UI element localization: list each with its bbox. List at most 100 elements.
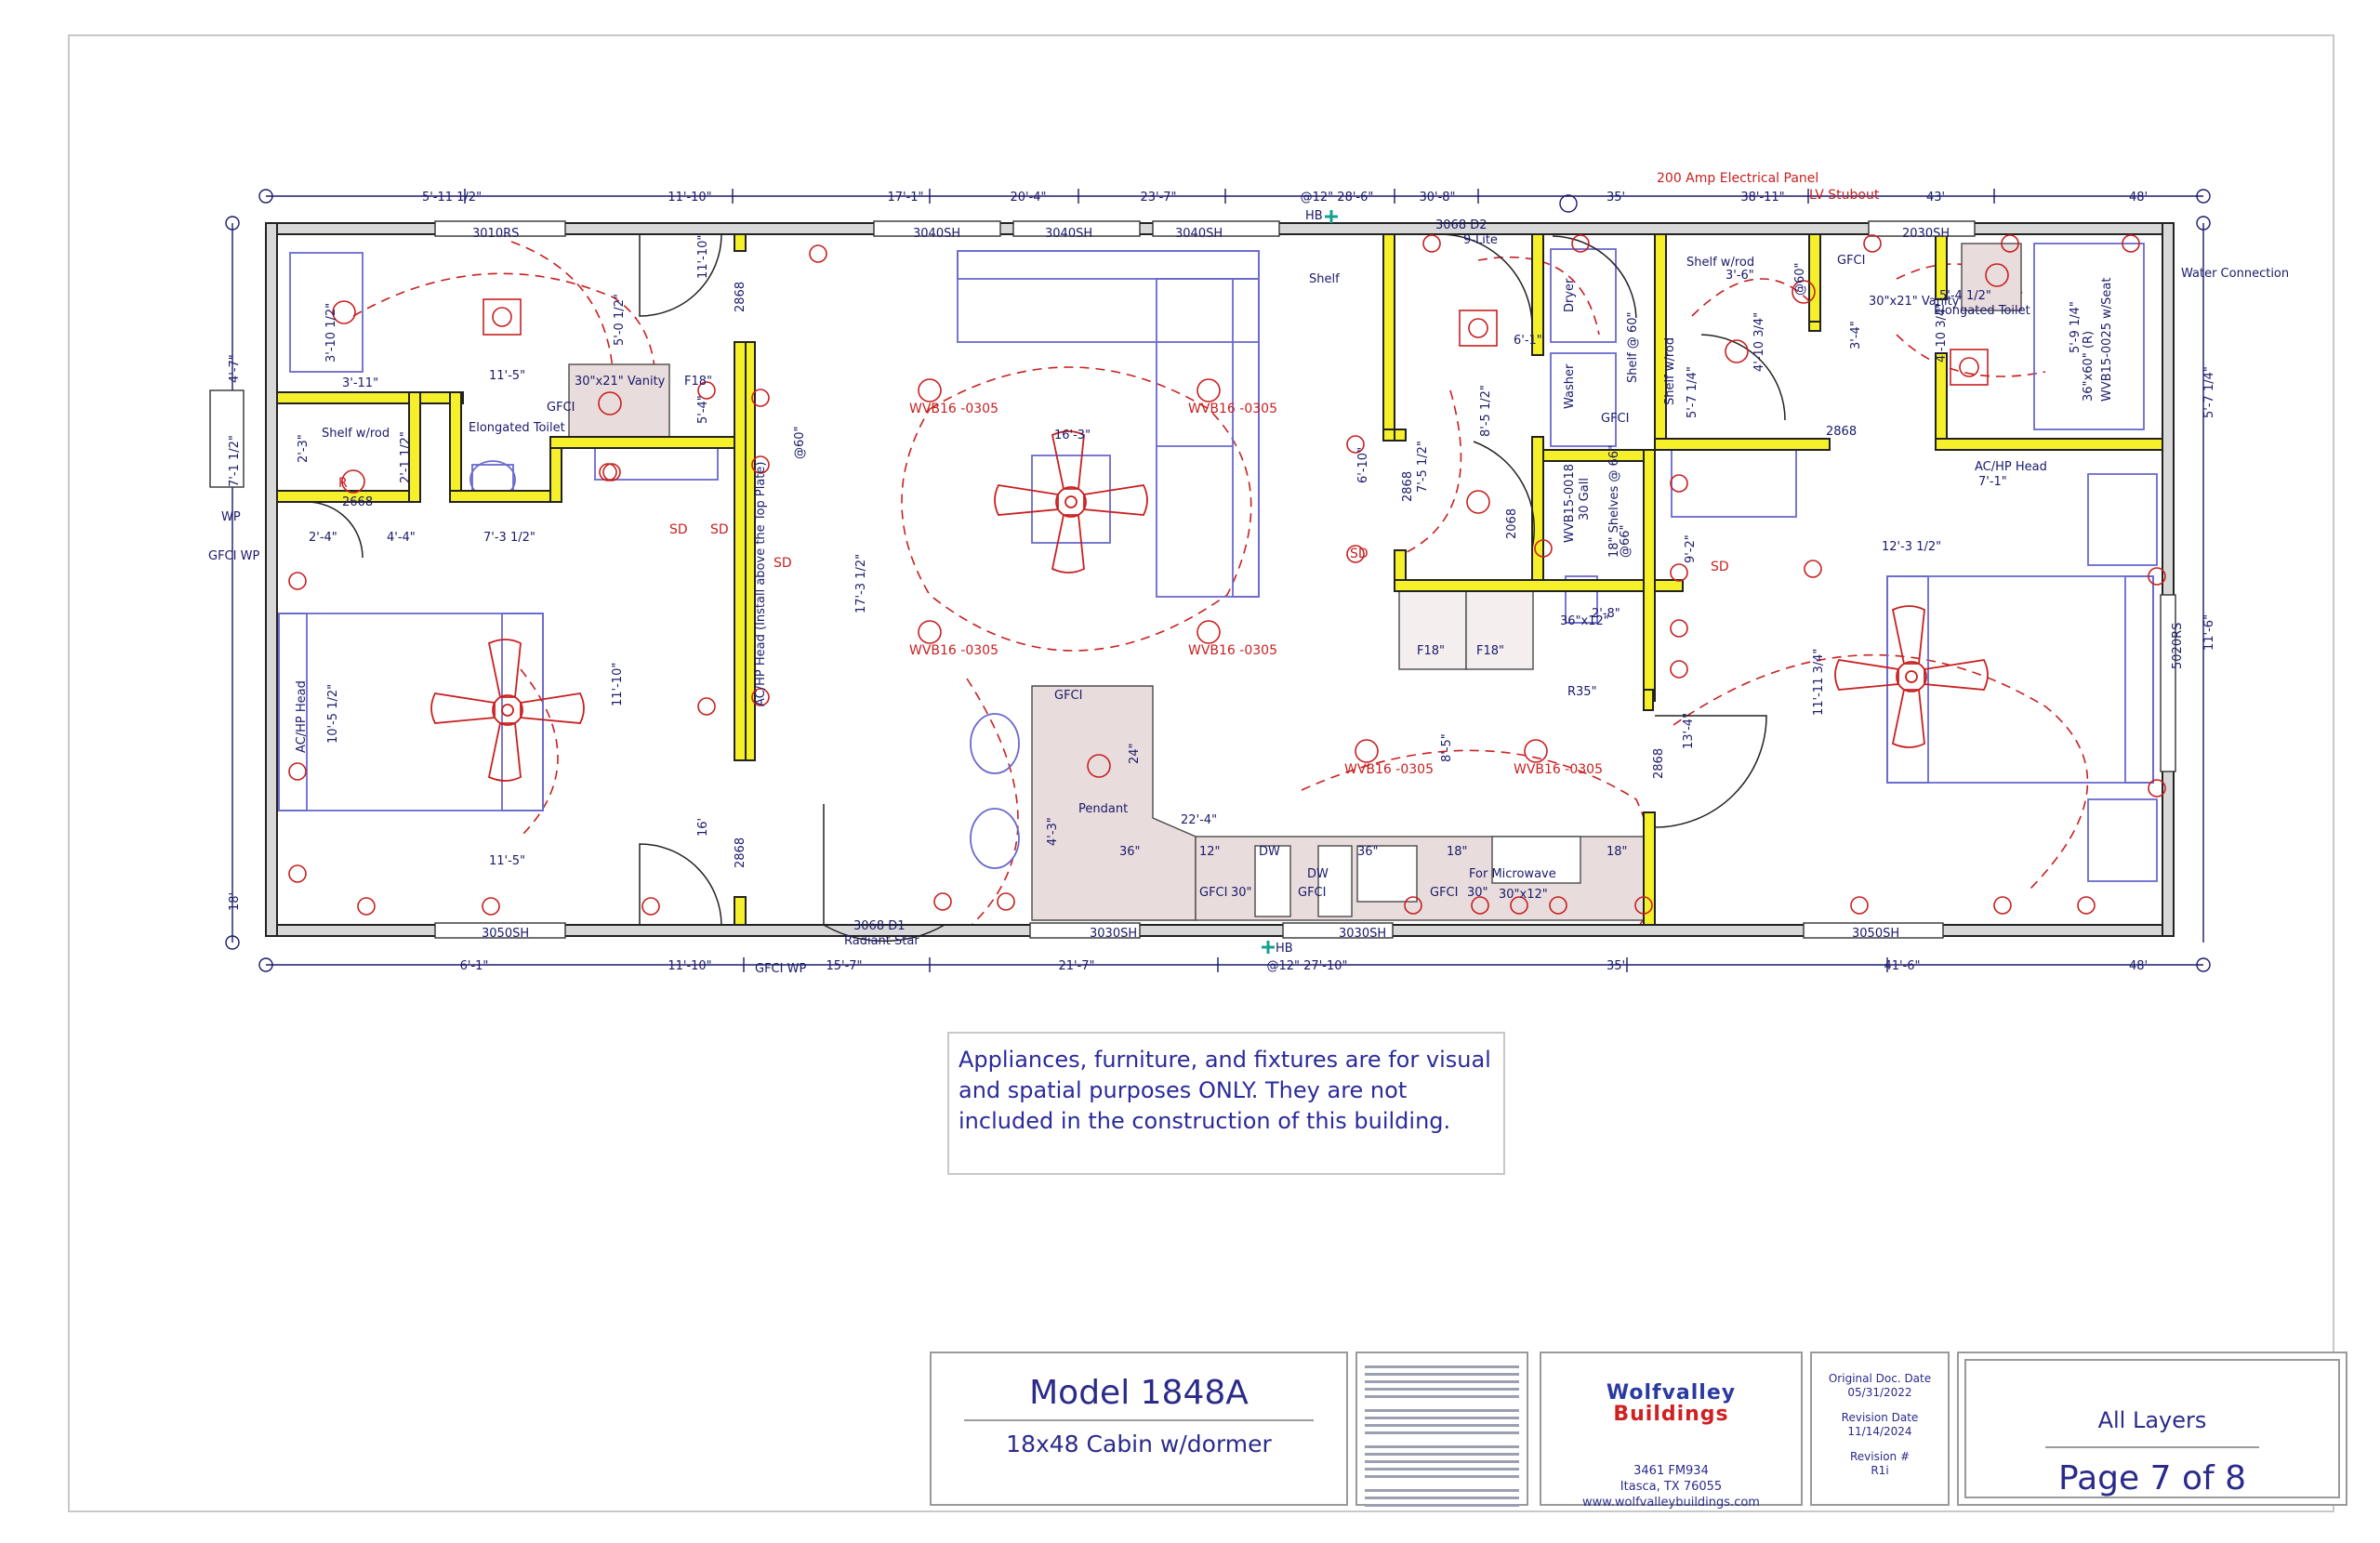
dim-12-3: 12'-3 1/2"	[1882, 540, 1941, 554]
wvb-bl-label: WVB16 -0305	[909, 643, 998, 658]
dim-2-8: 2'-8"	[1592, 607, 1620, 621]
dim-11-6: 11'-6"	[2202, 614, 2216, 651]
dw-label: DW	[1259, 845, 1280, 859]
exterior-wall-left	[265, 222, 278, 937]
dim-r35: R35"	[1567, 685, 1597, 699]
revision-number-label: Revision #	[1849, 1450, 1911, 1463]
dim-36-b: 36"	[1357, 845, 1379, 859]
sd-b: SD	[710, 522, 729, 537]
wvb15-pantry-label: WVB15-0018	[1563, 464, 1577, 543]
dim-2-4: 2'-4"	[309, 531, 337, 545]
wp-label: WP	[221, 510, 241, 524]
dim-top-11: 48'	[2129, 191, 2148, 204]
door-2068: 2068	[1505, 508, 1519, 539]
dim-bottom-3: 15'-7"	[826, 959, 862, 973]
gfci-bath: GFCI	[547, 401, 575, 415]
dim-7-3-half: 7'-3 1/2"	[483, 531, 536, 545]
hb-top-label: HB	[1305, 209, 1323, 223]
door-2868-d: 2868	[1826, 425, 1857, 439]
window-3040sh-1: 3040SH	[913, 227, 960, 241]
wvb-tl-label: WVB16 -0305	[909, 402, 998, 416]
dim-bottom-6: 35'	[1606, 959, 1625, 973]
door-2868-c: 2868	[1401, 471, 1415, 502]
dim-18-left: 18'	[228, 892, 242, 911]
dim-3-11: 3'-11"	[342, 376, 378, 390]
door-2868-e: 2868	[1652, 748, 1666, 779]
dim-2-1-half: 2'-1 1/2"	[399, 431, 413, 483]
logo-buildings: Buildings	[1613, 1403, 1729, 1426]
gfci-wp-bottom: GFCI WP	[755, 962, 806, 976]
dim-11-10: 11'-10"	[611, 663, 625, 706]
elongated-toilet-left: Elongated Toilet	[469, 421, 565, 435]
dim-2-3: 2'-3"	[297, 434, 311, 463]
dim-7-5-half: 7'-5 1/2"	[1416, 441, 1430, 493]
hb-bottom-label: HB	[1276, 942, 1293, 956]
acph-mid-label: AC/HP Head (Install above the Top Plate)	[754, 462, 768, 706]
dim-6-10: 6'-10"	[1356, 447, 1370, 483]
dim-top-4: 20'-4"	[1010, 191, 1046, 204]
shelf-wrod-closet-label: Shelf w/rod	[1663, 337, 1677, 405]
title-block-model: Model 1848A 18x48 Cabin w/dormer	[930, 1352, 1348, 1506]
page-divider	[2045, 1446, 2259, 1448]
dim-13-4: 13'-4"	[1682, 713, 1696, 749]
dim-bottom-4: 21'-7"	[1058, 959, 1094, 973]
window-3030sh-1: 3030SH	[1090, 927, 1137, 941]
dim-12: 12"	[1199, 845, 1221, 859]
window-3050sh-left: 3050SH	[482, 927, 529, 941]
fan-bedroom-right	[1834, 605, 1989, 748]
page-number: Page 7 of 8	[2058, 1459, 2246, 1497]
layers-label: All Layers	[2097, 1407, 2207, 1433]
door-swings	[306, 233, 1786, 943]
dim-5-4-half: 5'-4 1/2"	[1939, 289, 1991, 303]
dim-5-7-right: 5'-7 1/4"	[2202, 366, 2216, 418]
title-block-dates: Original Doc. Date 05/31/2022 Revision D…	[1810, 1352, 1950, 1506]
vanity-left-label: 30"x21" Vanity	[575, 375, 666, 389]
dim-24: 24"	[1128, 743, 1142, 764]
dim-3-4: 3'-4"	[1849, 321, 1863, 349]
kitchen-counters	[568, 243, 2022, 921]
window-5020rs: 5020RS	[2171, 623, 2185, 669]
dim-top-5: 23'-7"	[1140, 191, 1176, 204]
dim-36-a: 36"	[1119, 845, 1141, 859]
sd-c: SD	[774, 556, 792, 571]
sd-d: SD	[1350, 547, 1368, 561]
dim-8-5-half: 8'-5 1/2"	[1479, 385, 1493, 437]
gfci-bath-right: GFCI	[1837, 254, 1865, 268]
title-block-company: Wolfvalley Buildings 3461 FM934 Itasca, …	[1540, 1352, 1803, 1510]
door-2868-a: 2868	[734, 282, 747, 312]
title-block-page: All Layers Page 7 of 8	[1957, 1352, 2347, 1506]
model-description: 18x48 Cabin w/dormer	[1006, 1431, 1272, 1457]
fan-bedroom-left	[430, 639, 585, 782]
window-3010rs: 3010RS	[472, 227, 519, 241]
shower-seat-label: WVB15-0025 w/Seat	[2100, 278, 2114, 402]
gfci-wp-left: GFCI WP	[208, 549, 259, 563]
windows	[209, 220, 2176, 939]
model-name: Model 1848A	[1029, 1374, 1249, 1412]
f18-label-b: F18"	[1417, 644, 1445, 658]
f18-label-a: F18"	[684, 375, 712, 389]
gfci-kitchen-1: GFCI	[1199, 886, 1227, 900]
dim-11-5-bottom: 11'-5"	[489, 854, 525, 868]
dim-17-3: 17'-3 1/2"	[854, 554, 868, 613]
window-3050sh-right: 3050SH	[1852, 927, 1899, 941]
wvb-tr-label: WVB16 -0305	[1188, 402, 1277, 416]
dim-10-5-half: 10'-5 1/2"	[326, 684, 340, 744]
wvb-k2-label: WVB16 -0305	[1514, 762, 1603, 777]
light-fixtures	[483, 298, 1989, 778]
sheet-border	[68, 34, 2334, 1512]
coffee-table	[1031, 455, 1111, 544]
gall-30-label: 30 Gall	[1578, 478, 1592, 521]
furniture	[278, 243, 2158, 882]
dim-5-4: 5'-4"	[696, 395, 710, 424]
dim-11-10-top: 11'-10"	[696, 235, 710, 279]
address-line-2: Itasca, TX 76055	[1620, 1480, 1723, 1494]
dim-bottom-7: 41'-6"	[1884, 959, 1920, 973]
dim-bottom-1: 6'-1"	[460, 959, 489, 973]
dim-top-10: 43'	[1926, 191, 1945, 204]
electrical-panel-label: 200 Amp Electrical Panel	[1657, 171, 1818, 186]
dim-18-b: 18"	[1606, 845, 1628, 859]
disclaimer-note: Appliances, furniture, and fixtures are …	[947, 1032, 1505, 1175]
bed-right	[1886, 575, 2154, 784]
window-3040sh-3: 3040SH	[1175, 227, 1223, 241]
